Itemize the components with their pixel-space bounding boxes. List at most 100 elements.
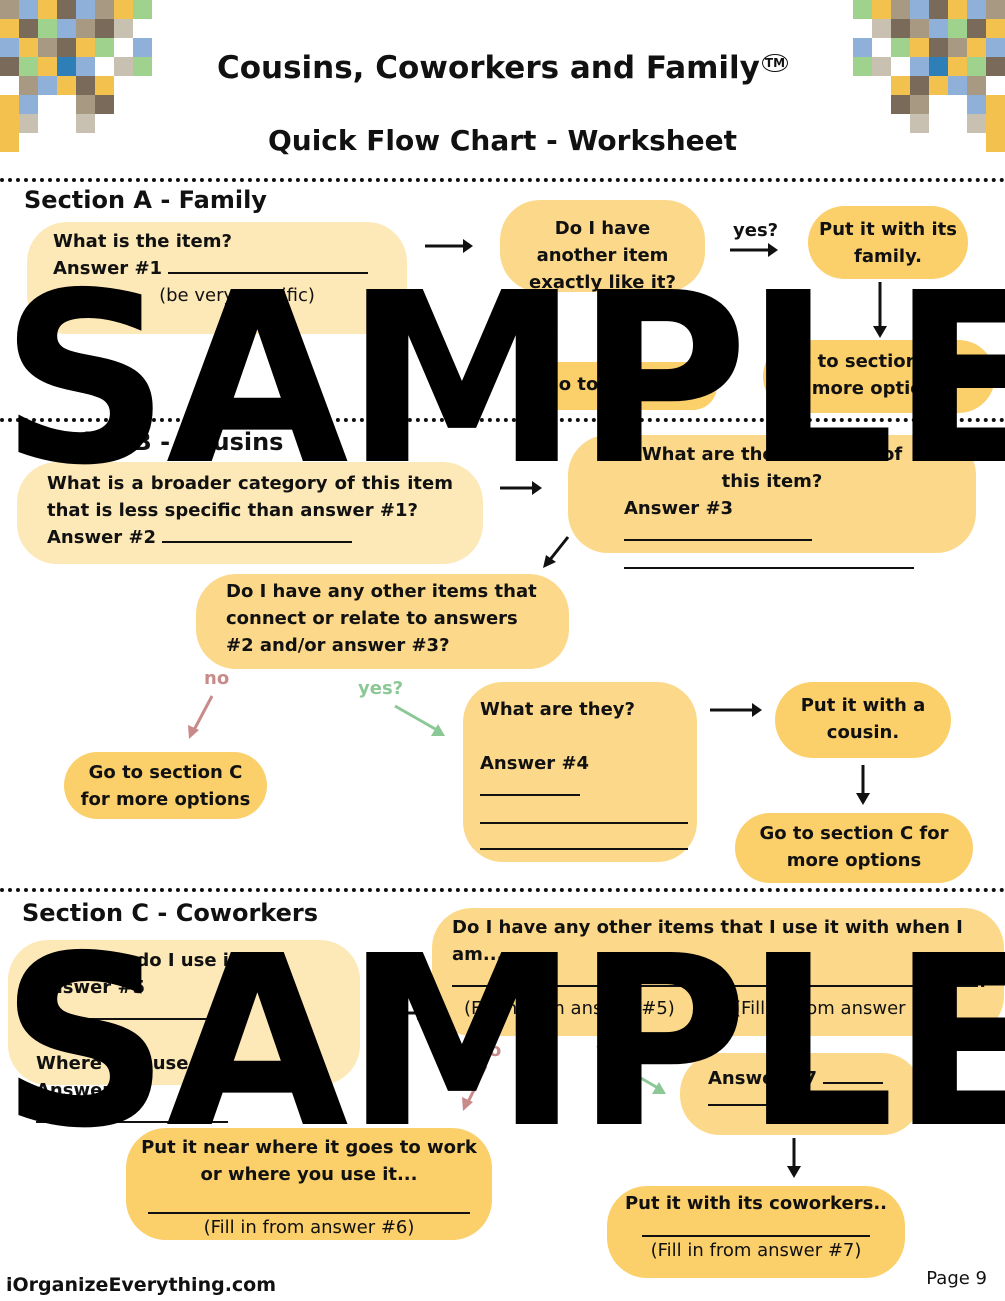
mosaic-tile	[967, 76, 986, 95]
arrow-b-no-line	[192, 695, 214, 731]
footer-site: iOrganizeEverything.com	[6, 1274, 277, 1296]
mosaic-tile	[19, 38, 38, 57]
section-b-q1-answer-label: Answer #2	[47, 527, 157, 548]
answer-3-line-2[interactable]	[624, 549, 914, 569]
page-title-text: Cousins, Coworkers and Family	[216, 50, 760, 86]
result-near-fill-line[interactable]	[148, 1188, 470, 1214]
answer-6-line[interactable]	[36, 1121, 228, 1123]
answer-4-line-3[interactable]	[480, 824, 688, 850]
arrow-a1-head	[463, 239, 473, 253]
section-a-q1-hint: (be very specific)	[159, 285, 315, 306]
arrow-c2	[385, 1006, 427, 1020]
section-c-result-coworkers-text: Put it with its coworkers..	[624, 1193, 888, 1214]
arrow-b-yes-head	[431, 724, 445, 736]
mosaic-tile	[948, 0, 967, 19]
answer-4-line[interactable]	[480, 794, 580, 796]
mosaic-tile	[891, 0, 910, 19]
section-c-q1-text: How do I use it?	[86, 950, 249, 971]
mosaic-tile	[114, 57, 133, 76]
answer-4-line-2[interactable]	[480, 804, 688, 824]
mosaic-tile	[0, 19, 19, 38]
mosaic-tile	[910, 114, 929, 133]
section-b-q1-answer-row: Answer #2	[47, 524, 453, 551]
mosaic-tile	[57, 38, 76, 57]
mosaic-tile	[967, 0, 986, 19]
section-a-go-b-box: Go to section B for more options	[763, 340, 995, 413]
footer-page: Page 9	[926, 1268, 987, 1289]
mosaic-tile	[948, 19, 967, 38]
section-b-q2-answer-label: Answer #3	[624, 498, 734, 519]
mosaic-tile	[76, 0, 95, 19]
mosaic-tile	[891, 95, 910, 114]
mosaic-tile	[0, 114, 19, 133]
mosaic-tile	[19, 114, 38, 133]
arrow-a-down-left	[601, 300, 615, 360]
mosaic-tile	[19, 19, 38, 38]
arrow-c-yes	[619, 1064, 666, 1094]
section-c-q2-text: Where do I use it?	[36, 1053, 220, 1074]
result-coworkers-fill-line[interactable]	[642, 1217, 870, 1237]
section-c-result-near-text: Put it near where it goes to work or whe…	[141, 1137, 477, 1185]
section-c-q3-fill-b: (Fill in from answer #6)	[734, 998, 945, 1019]
answer-5-line[interactable]	[36, 1018, 234, 1020]
section-c-q1-answer-row: Answer #5	[36, 974, 332, 1028]
mosaic-tile	[0, 38, 19, 57]
mosaic-tile	[0, 57, 19, 76]
mosaic-tile	[853, 57, 872, 76]
mosaic-tile	[76, 114, 95, 133]
arrow-c-no	[462, 1065, 488, 1111]
section-b-q2-answer-row: Answer #3	[624, 495, 920, 549]
section-b-q4-box: What are they? Answer #4	[463, 682, 697, 862]
mosaic-tile	[929, 57, 948, 76]
mosaic-tile	[910, 76, 929, 95]
section-c-no-label: no	[476, 1040, 502, 1061]
arrow-c3	[787, 1138, 801, 1178]
mosaic-tile	[986, 133, 1005, 152]
section-a-q1-answer-row: Answer #1	[53, 255, 381, 282]
mosaic-tile	[910, 95, 929, 114]
section-c-q3-text: Do I have any other items that I use it …	[452, 917, 963, 965]
answer-2-line[interactable]	[162, 541, 353, 543]
q3-question-mark: ?	[978, 971, 989, 992]
section-a-q1-label: What is the item?	[53, 231, 232, 252]
section-b-result-cousin-box: Put it with a cousin.	[775, 682, 951, 758]
arrow-a-down-right	[873, 282, 887, 338]
answer-3-line[interactable]	[624, 539, 812, 541]
mosaic-tile	[19, 0, 38, 19]
section-b-no-label: no	[204, 668, 230, 689]
sample-watermark-top: SAMPLE	[0, 242, 1005, 517]
answer-7-line-2[interactable]	[708, 1092, 878, 1106]
answer-1-line[interactable]	[168, 272, 369, 274]
mosaic-tile	[38, 57, 57, 76]
section-c-q2-answer-label: Answer #6	[36, 1080, 146, 1101]
mosaic-tile	[95, 95, 114, 114]
mosaic-tile	[19, 57, 38, 76]
trademark-icon: TM	[761, 53, 789, 72]
q3-fill-line-b[interactable]	[728, 985, 978, 987]
mosaic-tile	[872, 0, 891, 19]
mosaic-tile	[891, 38, 910, 57]
arrow-b-no	[188, 695, 214, 739]
divider-c	[0, 888, 1005, 892]
mosaic-tile	[853, 38, 872, 57]
mosaic-tile	[114, 0, 133, 19]
mosaic-tile	[133, 0, 152, 19]
section-c-q2-answer-row: Answer #6	[36, 1077, 332, 1131]
arrow-a-down-left-head	[601, 348, 615, 360]
section-c-q3-hints: (Fill in from answer #5)(Fill in from an…	[452, 995, 984, 1022]
arrow-b1	[500, 481, 542, 495]
mosaic-tile	[929, 19, 948, 38]
q3-fill-line-a[interactable]	[452, 985, 710, 987]
answer-7-line[interactable]	[823, 1082, 884, 1084]
mosaic-tile	[891, 19, 910, 38]
section-b-q2-text: What are the functions of this item?	[641, 444, 903, 492]
mosaic-tile	[948, 57, 967, 76]
section-a-result-family-box: Put it with its family.	[808, 206, 968, 279]
mosaic-tile	[929, 76, 948, 95]
mosaic-tile	[76, 95, 95, 114]
arrow-b2-line	[547, 536, 570, 562]
arrow-b3	[710, 703, 762, 717]
mosaic-tile	[872, 19, 891, 38]
section-b-q1-text: What is a broader category of this item …	[47, 473, 453, 521]
mosaic-tile	[76, 57, 95, 76]
